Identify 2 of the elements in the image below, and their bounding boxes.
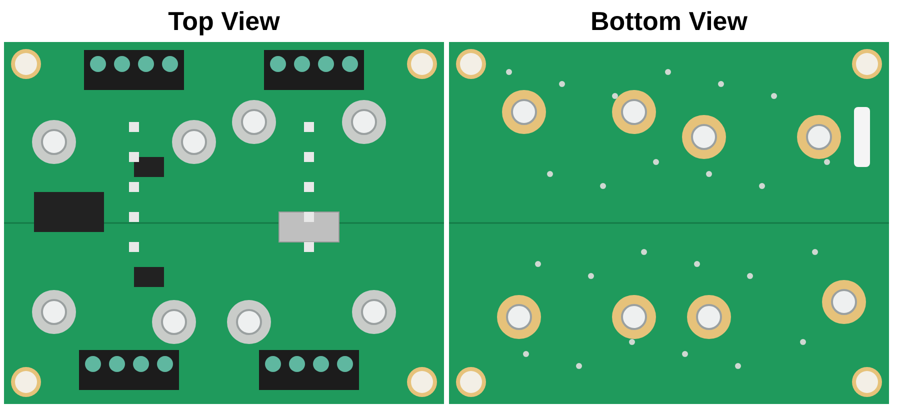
view-heading: Bottom View [590, 5, 748, 38]
view-heading: Top View [167, 5, 281, 38]
